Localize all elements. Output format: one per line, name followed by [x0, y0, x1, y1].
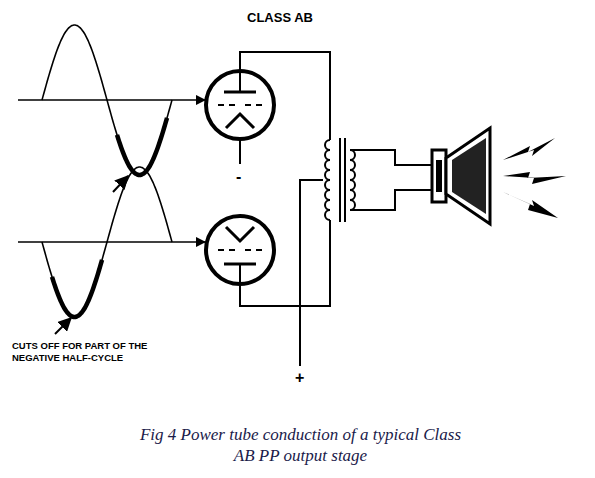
loudspeaker — [432, 128, 490, 224]
signal-wave — [117, 118, 167, 175]
signal-wave — [42, 167, 172, 317]
terminal-sign: + — [295, 369, 304, 387]
secondary-coil — [350, 150, 355, 210]
output-transformer — [325, 138, 345, 222]
wire — [350, 150, 362, 210]
signal-wave — [42, 25, 172, 175]
signal-axis — [18, 241, 205, 243]
callout-note: CUTS OFF FOR PART OF THE NEGATIVE HALF-C… — [12, 340, 197, 365]
signal-axis — [18, 99, 205, 101]
wire — [240, 52, 432, 366]
sound-wave — [503, 138, 566, 218]
pointer-arrow — [55, 318, 71, 334]
signal-wave — [52, 260, 102, 317]
terminal-sign: - — [236, 168, 241, 186]
diagram-title: CLASS AB — [247, 10, 313, 25]
figure-caption: Fig 4 Power tube conduction of a typical… — [128, 424, 473, 467]
